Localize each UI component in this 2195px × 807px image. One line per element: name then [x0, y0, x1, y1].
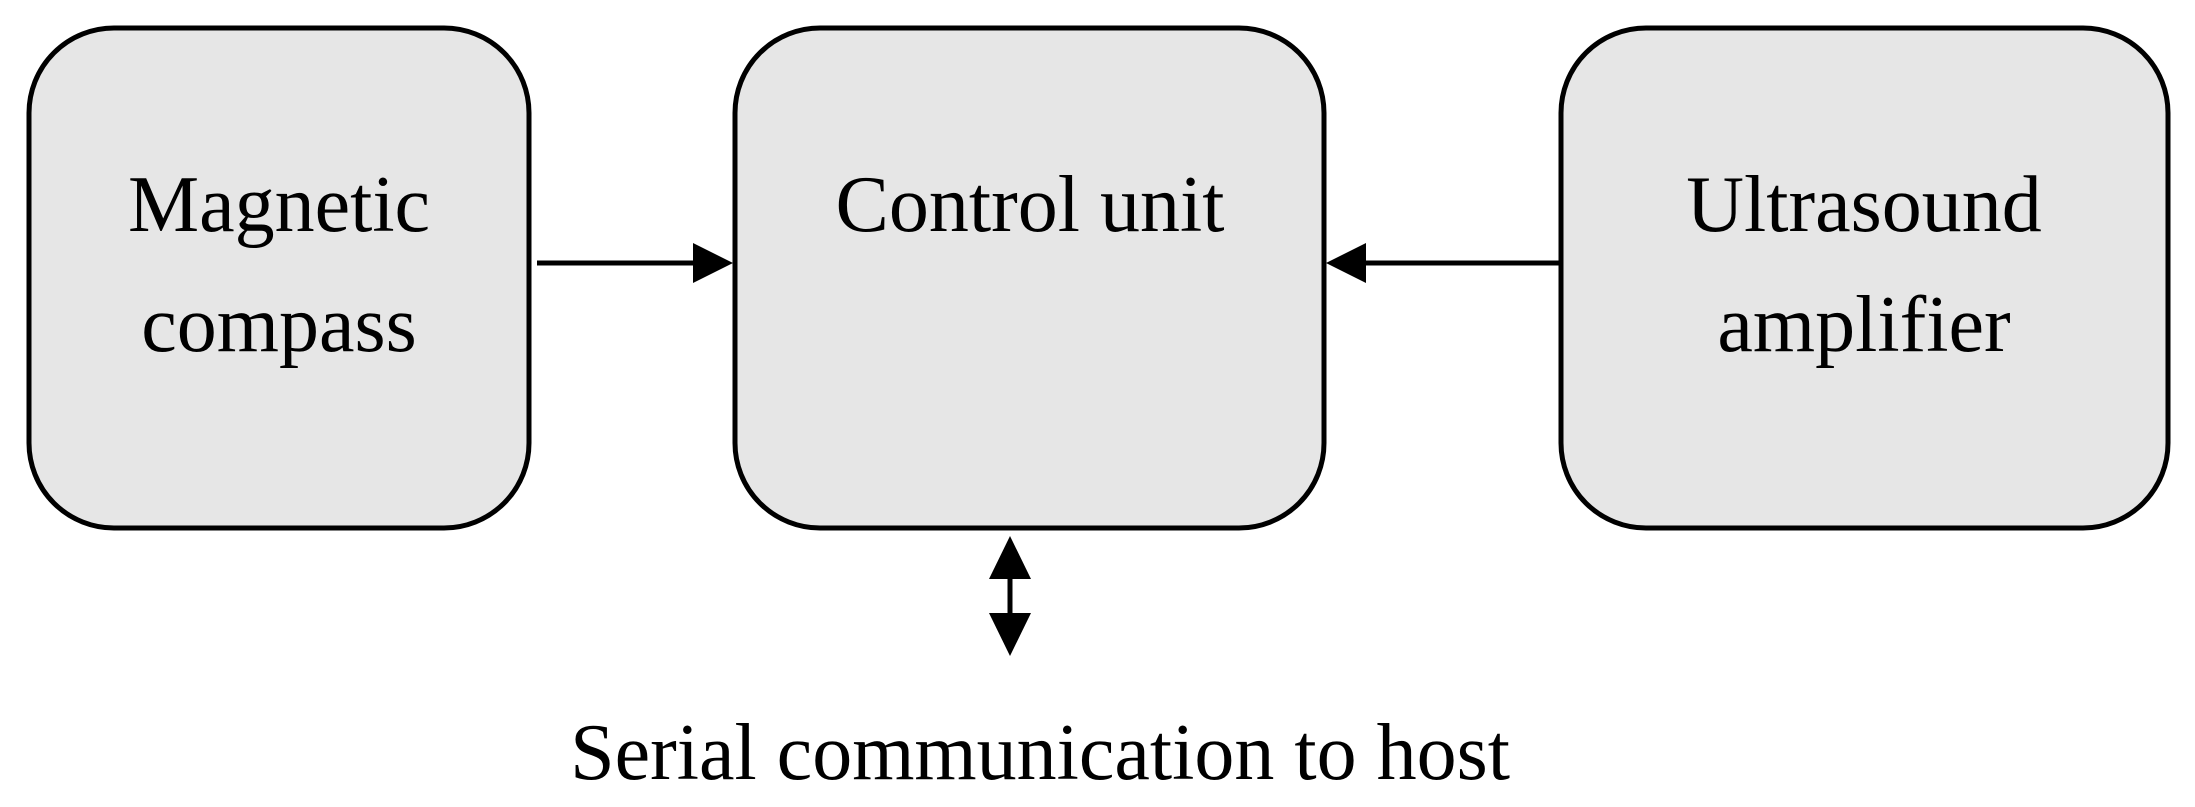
serial-communication-caption: Serial communication to host: [570, 709, 1510, 797]
ultrasound-amplifier-box: [1558, 25, 2171, 531]
magnetic-compass-label-line1: Magnetic: [128, 161, 430, 249]
ultrasound-amplifier-block: Ultrasound amplifier: [1558, 25, 2171, 531]
amplifier-to-control-arrow: [1326, 243, 1559, 283]
control-host-bidirectional-arrow: [989, 536, 1031, 656]
magnetic-compass-block: Magnetic compass: [26, 25, 532, 531]
magnetic-compass-label-line2: compass: [141, 281, 417, 369]
control-unit-label: Control unit: [836, 161, 1225, 249]
amplifier-to-control-arrowhead: [1326, 243, 1366, 283]
control-host-arrowhead-up: [989, 536, 1031, 579]
ultrasound-amplifier-label-line2: amplifier: [1717, 281, 2010, 369]
control-host-arrowhead-down: [989, 613, 1031, 656]
control-unit-box: [732, 25, 1327, 531]
magnetic-compass-box: [26, 25, 532, 531]
ultrasound-amplifier-label-line1: Ultrasound: [1686, 161, 2042, 249]
compass-to-control-arrowhead: [693, 243, 733, 283]
control-unit-block: Control unit: [732, 25, 1327, 531]
compass-to-control-arrow: [537, 243, 733, 283]
